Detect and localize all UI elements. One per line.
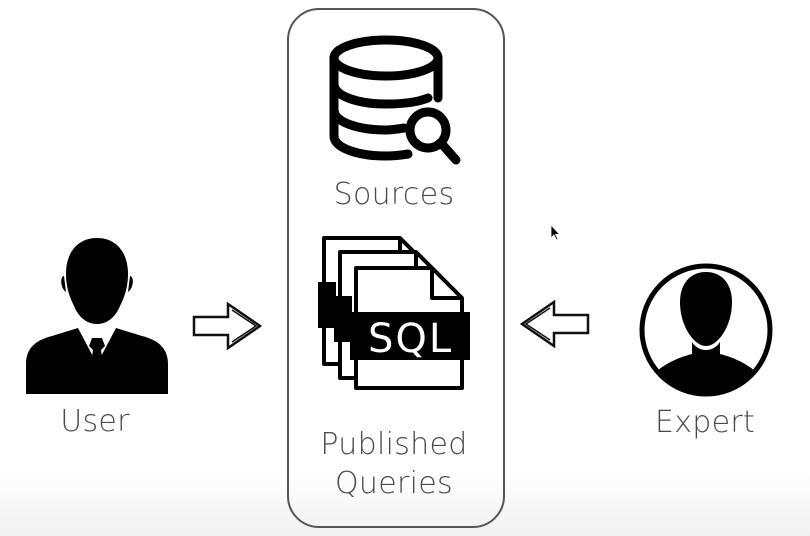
sources-label: Sources [333,177,455,212]
published-label: Published [320,427,468,462]
expert-label: Expert [654,405,756,440]
sql-files-icon: SQL [318,236,470,390]
database-search-icon [329,35,461,165]
user-businessman-icon [26,238,168,394]
arrow-left-icon [519,299,590,349]
mouse-cursor-icon [550,224,561,241]
queries-label: Queries [335,466,453,501]
sql-badge-text: SQL [368,316,453,362]
expert-silhouette-icon [639,263,773,397]
user-label: User [60,404,130,439]
center-container [287,8,505,528]
arrow-right-icon [192,301,263,351]
